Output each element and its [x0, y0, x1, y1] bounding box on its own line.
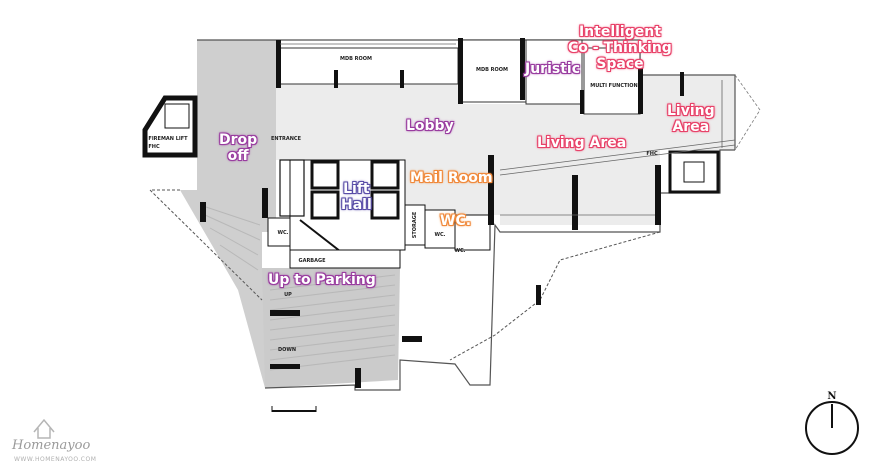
stair-core: [279, 159, 305, 217]
wall: [536, 285, 541, 305]
stair-right: [668, 150, 720, 194]
tag-line: Co - Thinking: [568, 40, 672, 56]
fireman-lift-shaft: [164, 103, 190, 129]
tag-lift-hall: Lift Hall: [341, 181, 372, 213]
tag-wc: WC.: [440, 213, 472, 229]
label-fhc-1: FHC: [148, 144, 160, 150]
drop-off-area: [180, 40, 282, 388]
label-mdb-room-1: MDB ROOM: [340, 56, 372, 62]
label-mdb-room-2: MDB ROOM: [476, 67, 508, 73]
lift-shaft: [370, 160, 400, 190]
tag-line: Intelligent: [578, 24, 661, 40]
wall: [270, 310, 300, 316]
wc-room-left: [267, 217, 291, 247]
wall: [200, 202, 206, 222]
wc-room: [454, 214, 491, 251]
tag-living-area: Living Area: [537, 135, 627, 151]
wall: [572, 175, 578, 230]
lift-shaft: [310, 160, 340, 190]
label-storage: STORAGE: [412, 211, 418, 238]
wall: [355, 368, 361, 388]
tag-living-area-right: Living Area: [667, 103, 715, 135]
tag-line: Area: [672, 119, 710, 135]
wall: [402, 336, 422, 342]
wall: [458, 38, 463, 104]
tag-line: Drop: [219, 132, 258, 148]
logo-name: Homenayoo: [12, 438, 91, 453]
label-fhc-2: FHC: [646, 151, 658, 157]
tag-drop-off: Drop off: [219, 132, 257, 164]
label-garbage: GARBAGE: [298, 258, 326, 264]
wc-room: [424, 209, 456, 249]
wall: [262, 188, 268, 218]
homenayoo-logo-icon: [33, 418, 55, 439]
tag-line: Space: [596, 56, 644, 72]
label-multi-function: MULTI FUNCTION: [590, 83, 637, 89]
wall: [655, 165, 661, 225]
tag-line: Living: [667, 103, 715, 119]
outline-far-right-dashed: [734, 74, 761, 151]
stair-right-inner: [683, 161, 705, 183]
label-entrance: ENTRANCE: [271, 136, 302, 142]
north-compass-icon: N: [805, 391, 859, 455]
wall: [520, 38, 525, 100]
tag-line: Hall: [341, 197, 372, 213]
tag-up-to-parking: Up to Parking: [268, 272, 376, 288]
lift-hall: [289, 159, 406, 251]
wall: [680, 72, 684, 96]
label-up: UP: [284, 292, 292, 298]
tag-intelligent-co-thinking-space: Intelligent Co - Thinking Space: [568, 24, 672, 72]
garbage-room: [289, 249, 401, 269]
label-wc-2: WC.: [454, 248, 465, 254]
ramp-area: [262, 268, 400, 388]
compass-north-label: N: [827, 391, 836, 402]
tag-lobby: Lobby: [406, 118, 454, 134]
multi-function-room: [583, 47, 641, 115]
stair-line: [299, 219, 346, 256]
juristic-room: [525, 39, 583, 105]
tag-mail-room: Mail Room: [410, 170, 493, 186]
label-down: DOWN: [278, 347, 296, 353]
lobby-floor: [276, 75, 735, 225]
label-wc-1: WC.: [434, 232, 445, 238]
outline-right-dashed: [449, 231, 661, 361]
tag-line: Lift: [343, 181, 370, 197]
wall: [638, 64, 643, 114]
wall: [276, 40, 281, 88]
wall: [400, 70, 404, 88]
tag-line: off: [227, 148, 249, 164]
lift-shaft: [310, 190, 340, 220]
glazing: [280, 43, 736, 216]
wall: [270, 364, 300, 369]
outline-left-dashed: [148, 189, 263, 301]
wall: [580, 90, 584, 114]
wall: [488, 155, 494, 225]
mdb-room-1: [277, 47, 459, 85]
wall: [334, 70, 338, 88]
tag-juristic: Juristic: [525, 61, 581, 77]
label-wc-3: WC.: [277, 230, 288, 236]
logo-url: WWW.HOMENAYOO.COM: [14, 456, 97, 463]
lift-shaft: [370, 190, 400, 220]
label-fireman-lift: FIREMAN LIFT: [148, 136, 188, 142]
